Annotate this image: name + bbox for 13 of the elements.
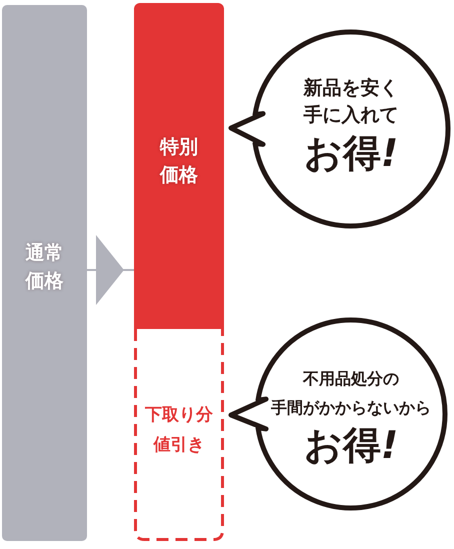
dashed-bar-segment	[134, 329, 224, 541]
price-bar-segment	[134, 3, 224, 329]
price-bar	[2, 5, 87, 541]
bubble-text: 不用品処分の手間がかからないから	[271, 368, 431, 418]
bubble-text: 新品を安く手に入れて	[304, 76, 398, 128]
emphasis-text: お得!	[304, 423, 398, 467]
speech-bubble	[227, 316, 449, 512]
bar-label: 特別価格	[160, 135, 198, 188]
bar-label: 通常価格	[26, 241, 64, 294]
emphasis-text: お得!	[304, 131, 398, 175]
bar-label: 下取り分値引き	[145, 404, 213, 457]
chevron-arrow	[87, 235, 134, 305]
speech-bubble	[227, 28, 452, 230]
